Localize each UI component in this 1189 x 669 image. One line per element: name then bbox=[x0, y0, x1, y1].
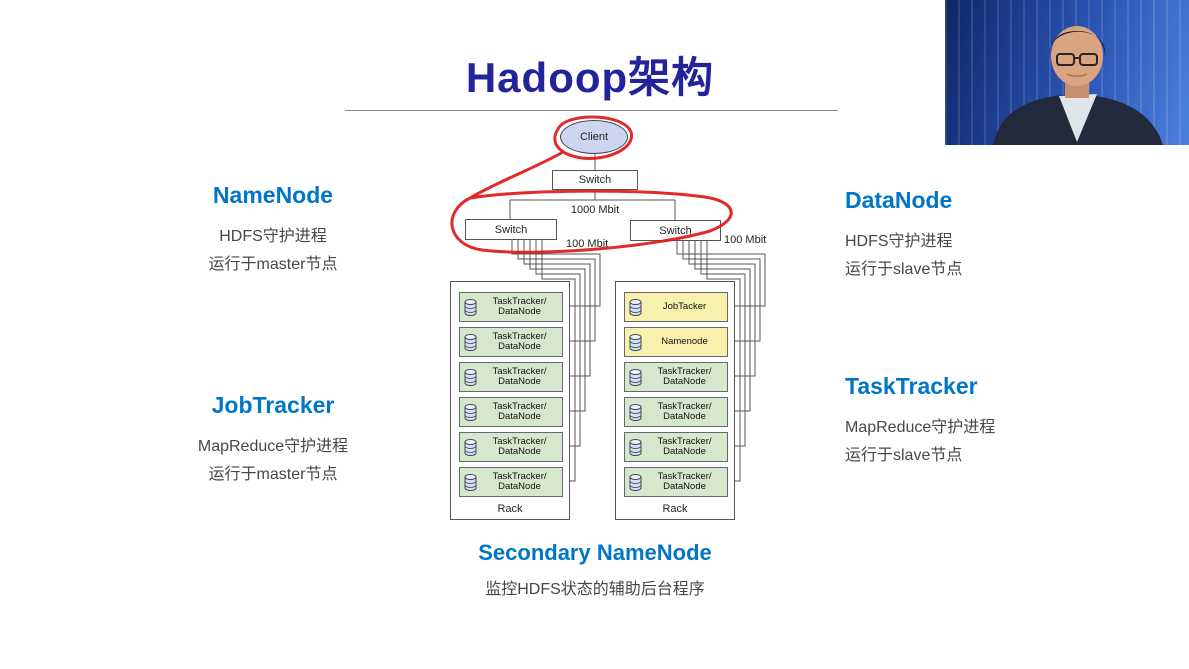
rack-node-label: TaskTracker/DataNode bbox=[657, 400, 712, 422]
link-speed-right: 100 Mbit bbox=[724, 234, 767, 246]
database-cylinder-icon bbox=[464, 438, 477, 456]
callout-datanode-line2: 运行于slave节点 bbox=[845, 261, 963, 278]
callout-namenode-line1: HDFS守护进程 bbox=[219, 228, 327, 245]
rack-node-label: TaskTracker/DataNode bbox=[492, 435, 547, 457]
callout-tasktracker-heading: TaskTracker bbox=[845, 373, 978, 399]
right-switch-label: Switch bbox=[659, 224, 692, 237]
database-cylinder-icon bbox=[629, 438, 642, 456]
rack-left-label: Rack bbox=[497, 503, 523, 515]
webcam-overlay bbox=[945, 0, 1189, 145]
rack-node-label: TaskTracker/DataNode bbox=[492, 330, 547, 352]
database-cylinder-icon bbox=[464, 333, 477, 351]
rack-node: TaskTracker/DataNode bbox=[624, 362, 728, 392]
rack-node: TaskTracker/DataNode bbox=[459, 327, 563, 357]
rack-node-label: TaskTracker/DataNode bbox=[657, 435, 712, 457]
database-cylinder-icon bbox=[629, 333, 642, 351]
callout-secondary-heading: Secondary NameNode bbox=[478, 540, 712, 565]
right-switch: Switch bbox=[630, 220, 721, 241]
rack-node: JobTacker bbox=[624, 292, 728, 322]
client-node: Client bbox=[560, 120, 628, 154]
database-cylinder-icon bbox=[464, 473, 477, 491]
callout-datanode: DataNode HDFS守护进程 运行于slave节点 bbox=[845, 187, 1085, 284]
rack-right-label: Rack bbox=[662, 503, 688, 515]
rack-node: TaskTracker/DataNode bbox=[624, 397, 728, 427]
rack-node-label: TaskTracker/DataNode bbox=[657, 365, 712, 387]
rack-left: TaskTracker/DataNode TaskTracker/DataNod… bbox=[450, 281, 570, 520]
link-speed-left: 100 Mbit bbox=[566, 238, 609, 250]
callout-jobtracker: JobTracker MapReduce守护进程 运行于master节点 bbox=[150, 392, 396, 489]
database-cylinder-icon bbox=[464, 403, 477, 421]
callout-tasktracker-line1: MapReduce守护进程 bbox=[845, 419, 996, 436]
callout-secondary-line1: 监控HDFS状态的辅助后台程序 bbox=[485, 581, 705, 598]
presenter bbox=[993, 26, 1163, 145]
rack-node-label: TaskTracker/DataNode bbox=[492, 400, 547, 422]
rack-node-label: TaskTracker/DataNode bbox=[492, 365, 547, 387]
rack-node: TaskTracker/DataNode bbox=[459, 397, 563, 427]
top-switch: Switch bbox=[552, 170, 638, 190]
rack-node-label: JobTacker bbox=[662, 300, 707, 312]
callout-tasktracker-line2: 运行于slave节点 bbox=[845, 447, 963, 464]
rack-node: TaskTracker/DataNode bbox=[624, 467, 728, 497]
rack-node: TaskTracker/DataNode bbox=[624, 432, 728, 462]
database-cylinder-icon bbox=[629, 298, 642, 316]
left-switch: Switch bbox=[465, 219, 557, 240]
rack-node: TaskTracker/DataNode bbox=[459, 292, 563, 322]
rack-node-label: Namenode bbox=[661, 335, 708, 347]
callout-jobtracker-line1: MapReduce守护进程 bbox=[197, 438, 349, 455]
left-switch-label: Switch bbox=[494, 223, 528, 236]
top-switch-label: Switch bbox=[578, 174, 612, 186]
callout-namenode-heading: NameNode bbox=[212, 182, 334, 208]
callout-datanode-heading: DataNode bbox=[845, 187, 953, 213]
database-cylinder-icon bbox=[629, 403, 642, 421]
rack-right: JobTacker Namenode TaskTracker/DataNode … bbox=[615, 281, 735, 520]
client-label: Client bbox=[579, 131, 609, 143]
rack-node: TaskTracker/DataNode bbox=[459, 362, 563, 392]
callout-secondary-namenode: Secondary NameNode 监控HDFS状态的辅助后台程序 bbox=[430, 540, 760, 604]
title-underline bbox=[345, 110, 838, 111]
rack-node-label: TaskTracker/DataNode bbox=[492, 295, 547, 317]
database-cylinder-icon bbox=[629, 368, 642, 386]
callout-namenode: NameNode HDFS守护进程 运行于master节点 bbox=[158, 182, 388, 279]
callout-jobtracker-line2: 运行于master节点 bbox=[208, 466, 338, 483]
page-title: Hadoop架构 bbox=[465, 54, 715, 101]
rack-node-label: TaskTracker/DataNode bbox=[657, 470, 712, 492]
rack-node: Namenode bbox=[624, 327, 728, 357]
callout-namenode-line2: 运行于master节点 bbox=[208, 256, 338, 273]
callout-tasktracker: TaskTracker MapReduce守护进程 运行于slave节点 bbox=[845, 373, 1085, 470]
callout-jobtracker-heading: JobTracker bbox=[211, 392, 335, 418]
link-speed-top: 1000 Mbit bbox=[570, 204, 620, 216]
rack-node: TaskTracker/DataNode bbox=[459, 467, 563, 497]
database-cylinder-icon bbox=[464, 298, 477, 316]
callout-datanode-line1: HDFS守护进程 bbox=[845, 233, 953, 250]
rack-node-label: TaskTracker/DataNode bbox=[492, 470, 547, 492]
database-cylinder-icon bbox=[464, 368, 477, 386]
database-cylinder-icon bbox=[629, 473, 642, 491]
rack-node: TaskTracker/DataNode bbox=[459, 432, 563, 462]
